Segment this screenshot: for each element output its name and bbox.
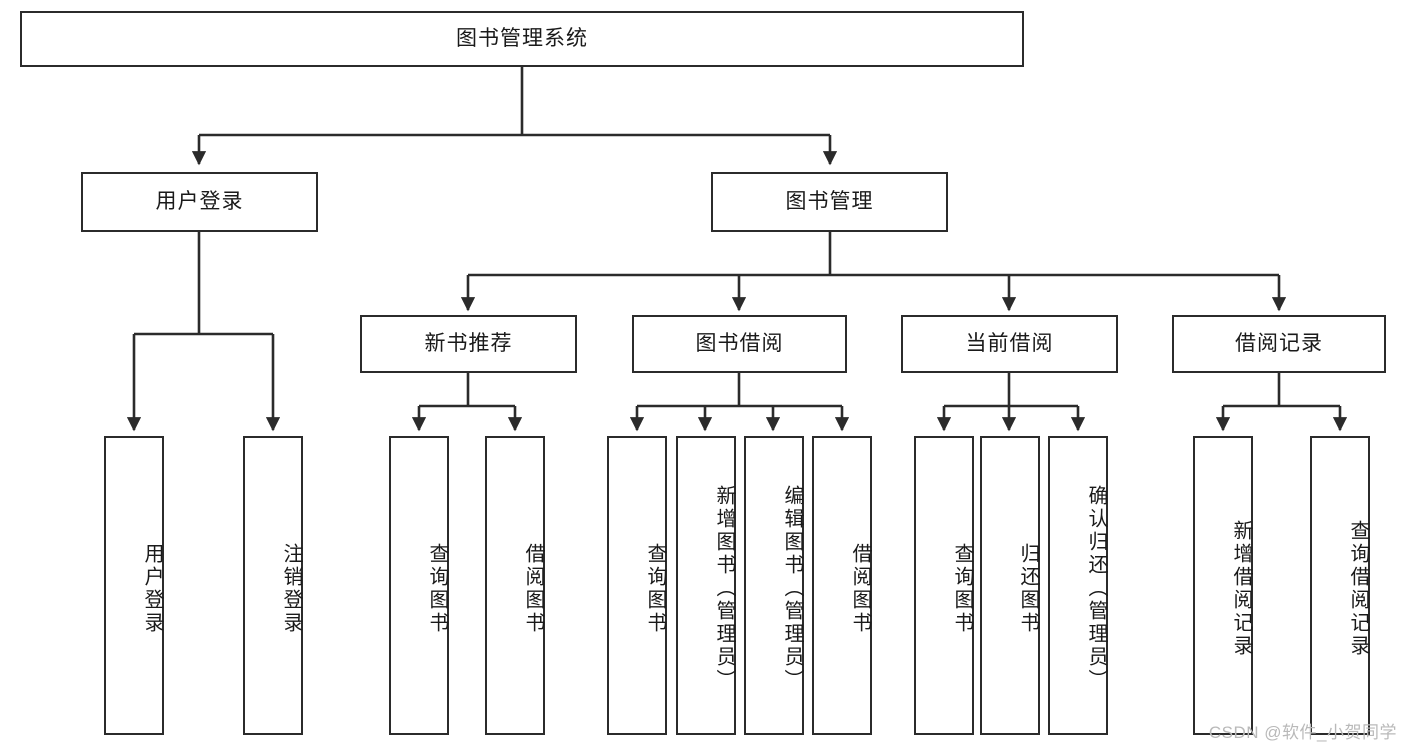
- leaf-user-login[interactable]: 用户登录: [104, 436, 164, 735]
- node-label: 查询图书: [644, 542, 666, 635]
- leaf-query-borrow-record[interactable]: 查询借阅记录: [1310, 436, 1370, 735]
- leaf-confirm-return-admin[interactable]: 确认归还（管理员）: [1048, 436, 1108, 735]
- node-label: 当前借阅: [965, 332, 1054, 356]
- node-label: 编辑图书（管理员）: [781, 485, 803, 692]
- node-book-borrow[interactable]: 图书借阅: [632, 315, 847, 373]
- csdn-watermark: CSDN @软件_小贺同学: [1208, 723, 1397, 742]
- node-label: 新增借阅记录: [1230, 519, 1252, 658]
- leaf-return-book[interactable]: 归还图书: [980, 436, 1040, 735]
- leaf-edit-book-admin[interactable]: 编辑图书（管理员）: [744, 436, 804, 735]
- node-label: 归还图书: [1017, 542, 1039, 635]
- leaf-logout-login[interactable]: 注销登录: [243, 436, 303, 735]
- node-current-borrow[interactable]: 当前借阅: [901, 315, 1118, 373]
- node-label: 图书管理: [785, 190, 874, 214]
- node-label: 查询图书: [426, 542, 448, 635]
- node-label: 确认归还（管理员）: [1085, 485, 1107, 692]
- node-label: 借阅记录: [1235, 332, 1323, 356]
- node-label: 图书管理系统: [456, 27, 588, 51]
- leaf-add-book-admin[interactable]: 新增图书（管理员）: [676, 436, 736, 735]
- node-label: 新增图书（管理员）: [713, 485, 735, 692]
- node-label: 查询借阅记录: [1347, 519, 1369, 658]
- node-new-book-recommend[interactable]: 新书推荐: [360, 315, 577, 373]
- node-label: 借阅图书: [522, 542, 544, 635]
- leaf-borrow-book-recommend[interactable]: 借阅图书: [485, 436, 545, 735]
- leaf-borrow-book[interactable]: 借阅图书: [812, 436, 872, 735]
- node-label: 新书推荐: [424, 332, 513, 356]
- leaf-query-book-recommend[interactable]: 查询图书: [389, 436, 449, 735]
- leaf-query-book-borrow[interactable]: 查询图书: [607, 436, 667, 735]
- node-label: 用户登录: [155, 190, 244, 214]
- node-root-book-management-system[interactable]: 图书管理系统: [20, 11, 1024, 67]
- leaf-query-book-current[interactable]: 查询图书: [914, 436, 974, 735]
- node-label: 借阅图书: [849, 542, 871, 635]
- node-label: 图书借阅: [695, 332, 784, 356]
- node-borrow-record[interactable]: 借阅记录: [1172, 315, 1386, 373]
- node-user-login[interactable]: 用户登录: [81, 172, 318, 232]
- leaf-add-borrow-record[interactable]: 新增借阅记录: [1193, 436, 1253, 735]
- node-label: 查询图书: [951, 542, 973, 635]
- node-label: 用户登录: [141, 542, 163, 635]
- node-label: 注销登录: [280, 542, 302, 635]
- node-book-management[interactable]: 图书管理: [711, 172, 948, 232]
